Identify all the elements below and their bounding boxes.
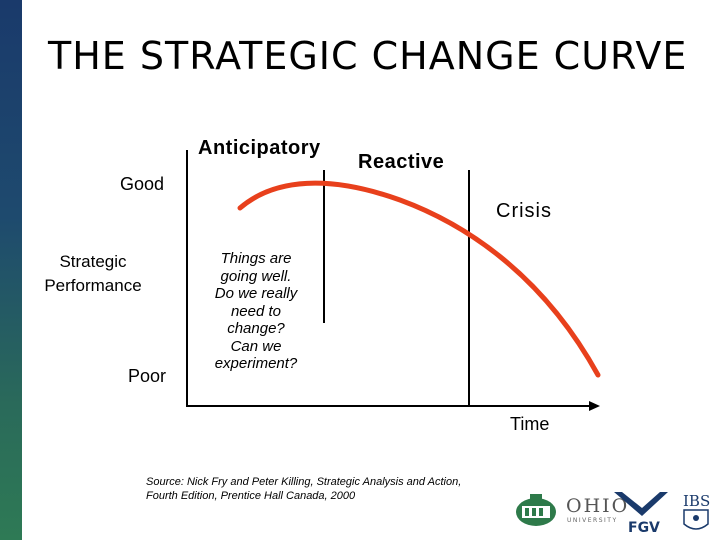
annotation-line: experiment? [214, 355, 298, 372]
ohio-logo-subtext: UNIVERSITY [567, 517, 618, 524]
fgv-logo: FGV [614, 492, 668, 536]
seal-logo [516, 494, 556, 526]
slide-title: THE STRATEGIC CHANGE CURVE [48, 34, 688, 78]
phase-reactive-label: Reactive [358, 151, 445, 173]
logo-strip: OHIO UNIVERSITY FGV IBS [516, 492, 710, 536]
ibs-logo-text: IBS [683, 492, 710, 510]
source-line1: Source: Nick Fry and Peter Killing, Stra… [146, 476, 462, 488]
ohio-logo: OHIO UNIVERSITY [566, 495, 629, 524]
phase-crisis-label: Crisis [496, 200, 552, 222]
y-axis-title-line1: Strategic [59, 252, 127, 271]
fgv-logo-text: FGV [628, 520, 660, 536]
phase-anticipatory-label: Anticipatory [198, 137, 321, 159]
source-line2: Fourth Edition, Prentice Hall Canada, 20… [146, 490, 356, 502]
annotation-line: Can we [230, 337, 282, 355]
x-axis-time-label: Time [510, 414, 550, 434]
annotation-line: Do we really [214, 285, 298, 302]
source-citation: Source: Nick Fry and Peter Killing, Stra… [146, 475, 461, 503]
y-axis-title-line2: Performance [44, 276, 142, 295]
annotation-line: going well. [220, 267, 292, 285]
anticipatory-annotation: Things are going well. Do we really need… [196, 250, 316, 373]
partner-logos: OHIO UNIVERSITY FGV IBS [510, 488, 720, 540]
sidebar-accent [0, 0, 22, 540]
y-axis-poor-label: Poor [128, 366, 167, 386]
annotation-line: Things are [220, 250, 292, 267]
annotation-line: change? [227, 320, 285, 337]
ibs-logo: IBS [683, 492, 710, 530]
x-axis-arrowhead [589, 401, 600, 411]
y-axis-good-label: Good [120, 174, 165, 194]
annotation-line: need to [230, 302, 282, 320]
strategic-change-curve [237, 180, 601, 378]
ohio-logo-text: OHIO [566, 495, 629, 517]
y-axis-title: Strategic Performance [28, 250, 158, 298]
